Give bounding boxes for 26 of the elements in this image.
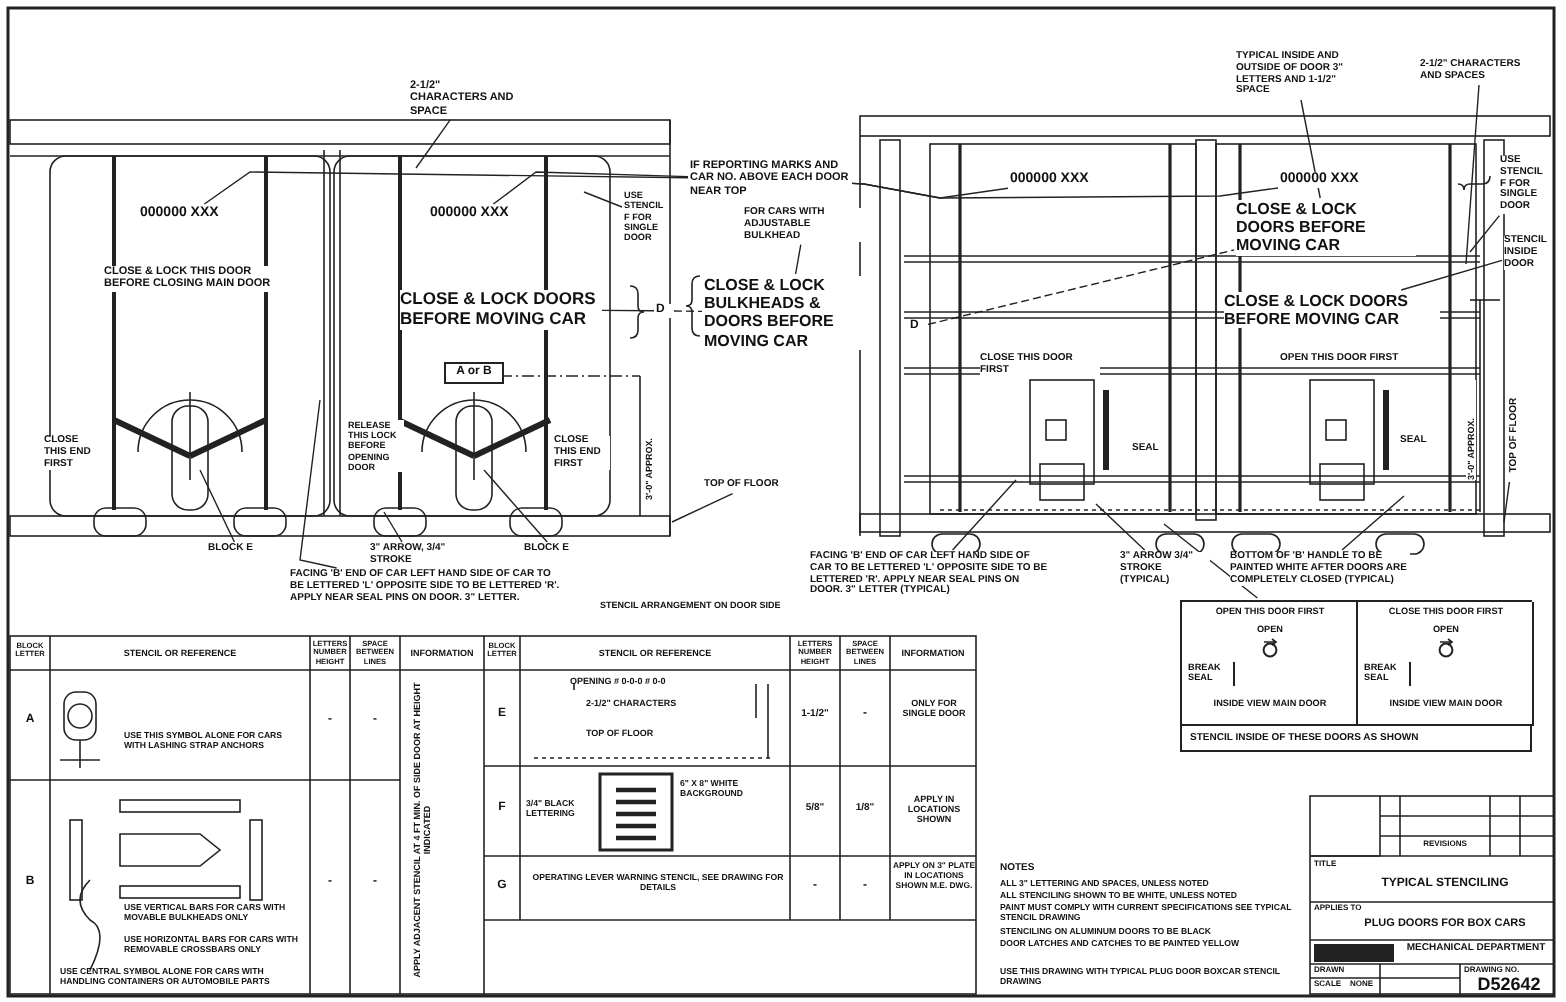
stencil-text: CLOSE & LOCK DOORS BEFORE MOVING CAR (400, 290, 600, 330)
leader-line (1503, 481, 1511, 523)
leader-line (673, 310, 703, 313)
door-stencil-panel (1182, 602, 1358, 726)
leader-line (1465, 84, 1480, 265)
stencil-inset-frame (1180, 600, 1532, 752)
leader-line (492, 171, 689, 205)
leader-line (951, 479, 1017, 551)
leader-line (1469, 214, 1501, 253)
leader-line (1400, 259, 1503, 291)
leader-line (299, 399, 338, 569)
leader-line (203, 171, 689, 205)
leader-line (415, 119, 451, 169)
drawing-number: D52642 (1475, 974, 1543, 995)
leader-line (383, 511, 403, 543)
leader-line (583, 191, 623, 208)
leader-line (927, 249, 1235, 326)
leader-line (601, 309, 655, 312)
leader-line (1095, 503, 1146, 551)
door-stencil-panel (1358, 602, 1534, 726)
leader-line (794, 243, 802, 275)
leader-line (483, 469, 548, 543)
leader-line (671, 492, 734, 523)
stencil-text: CLOSE & LOCK DOORS BEFORE MOVING CAR (1224, 292, 1440, 329)
leader-line (851, 182, 1279, 199)
leader-line (1341, 495, 1405, 551)
